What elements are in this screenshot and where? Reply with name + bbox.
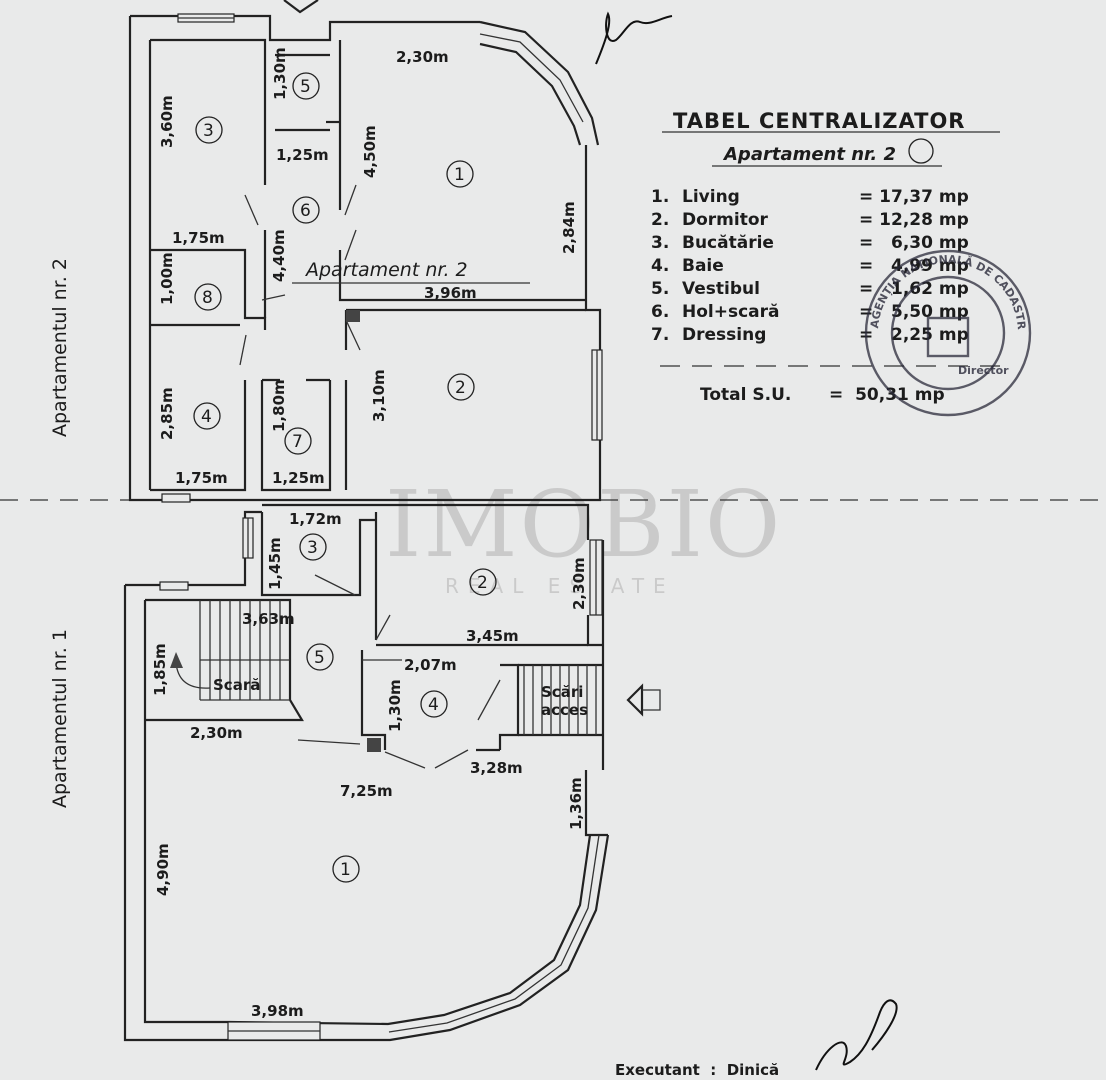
svg-text:= 6,30 mp: = 6,30 mp <box>859 233 969 253</box>
room-number: 1 <box>454 165 465 185</box>
stamp-center-text: Director <box>958 364 1009 377</box>
table-row: 4. Baie = 4,99 mp <box>651 256 969 276</box>
room-number: 4 <box>201 407 212 427</box>
room-number: 8 <box>202 288 213 308</box>
dimension-label: 1,36m <box>567 777 585 830</box>
dimension-label: 1,75m <box>175 469 228 487</box>
table-row: 6. Hol+scară = 5,50 mp <box>651 302 969 322</box>
room-number: 5 <box>314 648 325 668</box>
dimension-label: 4,40m <box>270 229 288 282</box>
plan-label-apartment-2: Apartament nr. 2 <box>304 259 468 281</box>
svg-text:Bucătărie: Bucătărie <box>682 233 774 253</box>
official-stamp: AGENȚIA NAȚIONALĂ DE CADASTRU ȘI PUBLICI… <box>0 0 1032 417</box>
dimension-label: 1,30m <box>271 47 289 100</box>
dimension-label: 1,25m <box>272 469 325 487</box>
svg-text:Baie: Baie <box>682 256 724 276</box>
svg-text:Living: Living <box>682 187 740 207</box>
table-total-label: Total S.U. <box>700 385 791 405</box>
svg-text:7.: 7. <box>651 325 669 345</box>
room-number: 3 <box>307 538 318 558</box>
dimension-label: 1,85m <box>151 643 169 696</box>
access-stairs-label: acces <box>541 701 588 719</box>
room-number: 3 <box>203 121 214 141</box>
room-number: 7 <box>292 432 303 452</box>
room-number: 6 <box>300 201 311 221</box>
signature-top <box>595 11 673 65</box>
dimension-label: 2,85m <box>158 387 176 440</box>
table-total-value: = 50,31 mp <box>829 385 945 405</box>
dimension-label: 3,96m <box>424 284 477 302</box>
footer-executant: Executant : Dinică <box>615 1061 779 1079</box>
dimension-label: 3,10m <box>370 369 388 422</box>
room-number: 2 <box>477 573 488 593</box>
lower-apartment-plan: 1 2 3 4 5 Scară Scări acces 1,72m 1,45m … <box>123 503 661 1042</box>
table-subtitle: Apartament nr. 2 <box>722 144 896 165</box>
room-number: 1 <box>340 860 351 880</box>
dimension-label: 2,07m <box>404 656 457 674</box>
dimension-label: 3,63m <box>242 610 295 628</box>
side-label-apartment-1: Apartamentul nr. 1 <box>49 629 71 808</box>
table-row: 5. Vestibul = 1,62 mp <box>651 279 969 299</box>
dimension-label: 1,75m <box>172 229 225 247</box>
dimension-label: 2,30m <box>570 557 588 610</box>
svg-text:2.: 2. <box>651 210 669 230</box>
room-number: 5 <box>300 77 311 97</box>
dimension-label: 1,72m <box>289 510 342 528</box>
svg-text:= 2,25 mp: = 2,25 mp <box>859 325 969 345</box>
dimension-label: 3,28m <box>470 759 523 777</box>
svg-text:6.: 6. <box>651 302 669 322</box>
dimension-label: 3,98m <box>251 1002 304 1020</box>
svg-text:Dressing: Dressing <box>682 325 766 345</box>
stair-label: Scară <box>213 676 260 694</box>
svg-text:1.: 1. <box>651 187 669 207</box>
table-title: TABEL CENTRALIZATOR <box>673 109 965 133</box>
svg-text:5.: 5. <box>651 279 669 299</box>
dimension-label: 4,90m <box>154 843 172 896</box>
dimension-label: 2,30m <box>396 48 449 66</box>
dimension-label: 2,30m <box>190 724 243 742</box>
table-row: 7. Dressing = 2,25 mp <box>651 325 969 345</box>
svg-text:= 17,37 mp: = 17,37 mp <box>859 187 969 207</box>
svg-text:4.: 4. <box>651 256 669 276</box>
table-row: 3. Bucătărie = 6,30 mp <box>651 233 969 253</box>
dimension-label: 3,60m <box>158 95 176 148</box>
dimension-label: 4,50m <box>361 125 379 178</box>
table-row: 1. Living = 17,37 mp <box>651 187 969 207</box>
dimension-label: 7,25m <box>340 782 393 800</box>
table-row: 2. Dormitor = 12,28 mp <box>651 210 969 230</box>
upper-apartment-plan: Apartament nr. 2 1 2 3 4 5 6 7 8 2,30m 1… <box>128 0 603 503</box>
dimension-label: 1,80m <box>270 379 288 432</box>
svg-text:= 4,99 mp: = 4,99 mp <box>859 256 969 276</box>
room-number: 4 <box>428 695 439 715</box>
svg-text:Dormitor: Dormitor <box>682 210 769 230</box>
room-number: 2 <box>455 378 466 398</box>
side-label-apartment-2: Apartamentul nr. 2 <box>49 258 71 437</box>
svg-text:= 12,28 mp: = 12,28 mp <box>859 210 969 230</box>
dimension-label: 1,30m <box>386 679 404 732</box>
signature-bottom <box>815 999 898 1071</box>
dimension-label: 2,84m <box>560 201 578 254</box>
svg-text:Hol+scară: Hol+scară <box>682 302 780 322</box>
summary-table: TABEL CENTRALIZATOR Apartament nr. 2 1. … <box>651 109 1000 405</box>
dimension-label: 3,45m <box>466 627 519 645</box>
watermark-logo: IMOBIO <box>385 471 782 578</box>
svg-text:3.: 3. <box>651 233 669 253</box>
dimension-label: 1,00m <box>158 252 176 305</box>
access-stairs-label: Scări <box>541 683 583 701</box>
watermark-subtitle: REAL ESTATE <box>445 574 675 598</box>
svg-text:Vestibul: Vestibul <box>682 279 760 299</box>
dimension-label: 1,45m <box>266 537 284 590</box>
dimension-label: 1,25m <box>276 146 329 164</box>
